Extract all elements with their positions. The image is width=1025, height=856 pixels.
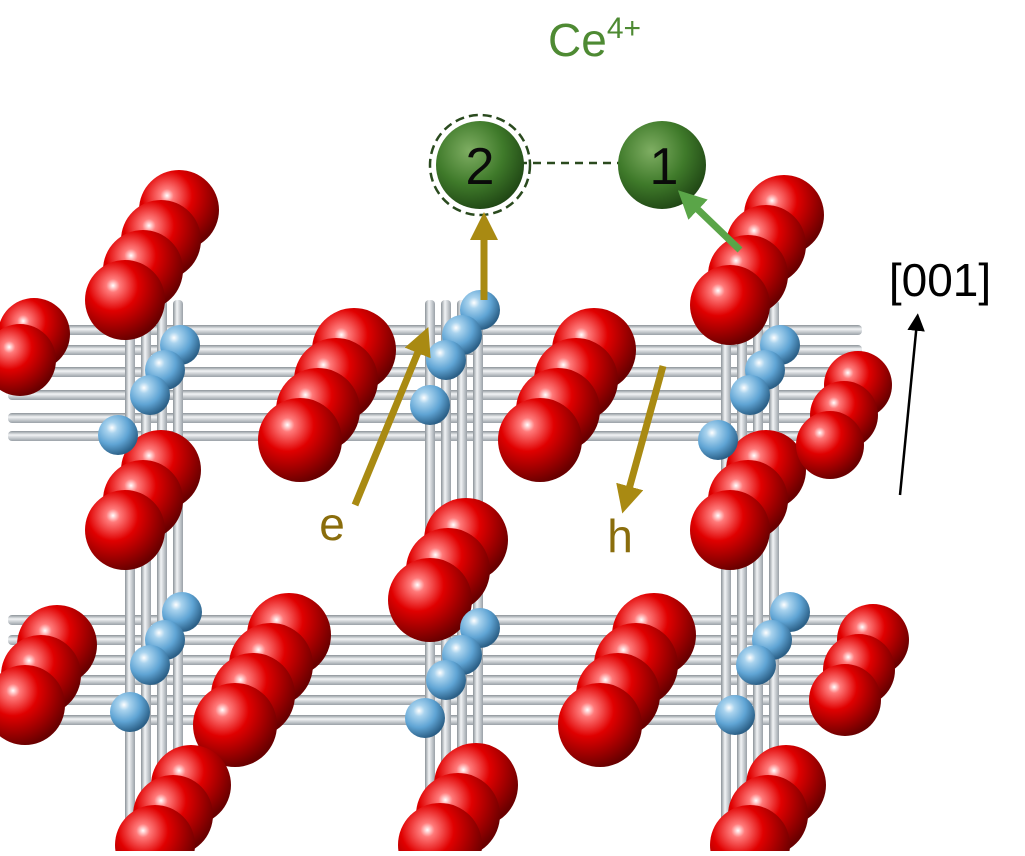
site-1-label: 1 [650, 138, 679, 196]
ce-ion-site-2 [436, 121, 524, 209]
ce-label-charge: 4+ [607, 12, 641, 45]
oxygen-atom [690, 265, 770, 345]
hole-arrow [616, 365, 667, 514]
oxygen-atom [388, 558, 472, 642]
cerium-lattice-atom [715, 695, 755, 735]
direction-label: [001] [889, 254, 991, 306]
oxygen-atom [558, 683, 642, 767]
oxygen-atom [193, 683, 277, 767]
cerium-lattice-atom [405, 698, 445, 738]
oxygen-atom [85, 260, 165, 340]
bond-rod [125, 300, 135, 851]
bond-rod [721, 300, 731, 851]
direction-indicator: [001] [889, 254, 991, 496]
oxygen-atom [498, 398, 582, 482]
oxygen-atom [710, 805, 790, 856]
oxygen-atom [115, 805, 195, 856]
oxygen-atom [0, 665, 65, 745]
carrier-arrows: e h [319, 190, 743, 562]
cerium-lattice-atom [130, 375, 170, 415]
ce-ion-site-1 [618, 121, 706, 209]
cerium-lattice-atom [426, 340, 466, 380]
cerium-lattice-atom [736, 645, 776, 685]
cerium-lattice-atom [98, 415, 138, 455]
direction-arrow [898, 313, 925, 496]
oxygen-atom [809, 664, 881, 736]
cerium-lattice-atom [130, 645, 170, 685]
lattice-atoms [0, 170, 909, 856]
ce-ion-group: 2 1 Ce4+ [428, 12, 706, 217]
ce4plus-label: Ce4+ [548, 12, 641, 66]
oxygen-atom [690, 490, 770, 570]
oxygen-atom [258, 398, 342, 482]
electron-arrow [351, 327, 431, 507]
oxygen-atom [85, 490, 165, 570]
oxygen-atom [0, 324, 56, 396]
electron-label: e [319, 498, 345, 550]
cerium-lattice-atom [426, 660, 466, 700]
ce-label-base: Ce [548, 14, 607, 66]
oxygen-atom [398, 803, 482, 856]
cerium-lattice-atom [730, 375, 770, 415]
hole-label: h [607, 510, 633, 562]
ce-hop-arrow [677, 190, 743, 253]
cerium-lattice-atom [110, 692, 150, 732]
cerium-lattice-atom [410, 385, 450, 425]
oxygen-atom [796, 411, 864, 479]
cerium-lattice-atom [698, 420, 738, 460]
site-2-label: 2 [466, 138, 495, 196]
